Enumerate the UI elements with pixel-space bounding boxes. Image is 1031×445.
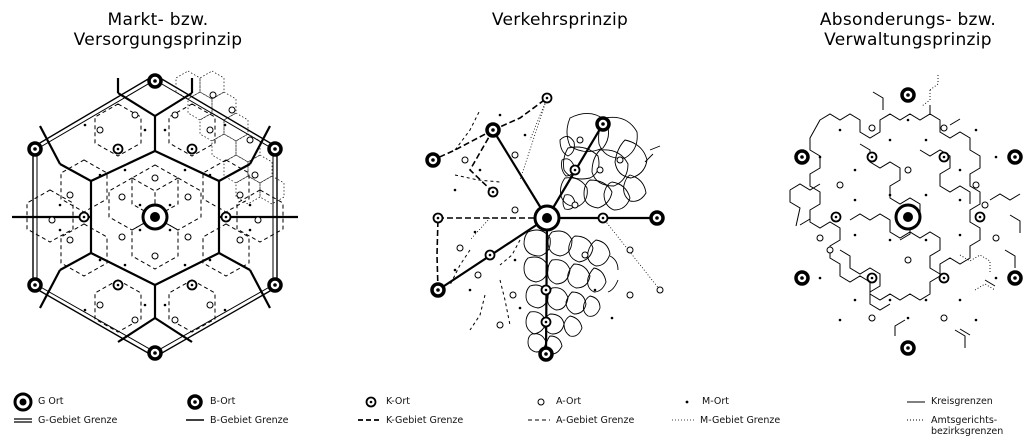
g-border-icon <box>14 418 32 423</box>
legend-district: Kreisgrenzen <box>905 392 1029 412</box>
admin-title-line-1: Absonderungs- bzw. <box>819 10 997 30</box>
legend-b-place-label: B-Ort <box>210 396 236 407</box>
g-place-icon <box>13 392 33 412</box>
legend-m-border: M-Gebiet Grenze <box>670 414 840 428</box>
market-title-line-2: Versorgungsprinzip <box>73 30 243 50</box>
district-border-west-tail <box>789 183 821 227</box>
district-border-south-tail <box>894 319 971 348</box>
traffic-title: Verkehrsprinzip <box>491 10 629 30</box>
market-title-line-1: Markt- bzw. <box>107 10 209 30</box>
legend-court-label-1: Amtsgerichts- <box>931 415 998 426</box>
traffic-m-places <box>453 113 614 320</box>
admin-principle-title: Absonderungs- bzw. Verwaltungsprinzip <box>790 10 1026 50</box>
legend-a-border: A-Gebiet Grenze <box>526 414 696 428</box>
traffic-m-borders <box>469 97 661 291</box>
b-place-icon <box>187 394 203 410</box>
legend-g-place-label: G Ort <box>38 396 64 407</box>
legend-a-border-label: A-Gebiet Grenze <box>556 415 635 426</box>
a-border-icon <box>528 419 550 421</box>
traffic-k-borders <box>432 97 548 291</box>
admin-places <box>794 87 1023 356</box>
court-district-border-icon <box>907 419 925 421</box>
legend-g-place: G Ort <box>12 392 162 412</box>
legend-b-place: B-Ort <box>184 392 334 412</box>
legend-g-border: G-Gebiet Grenze <box>12 414 182 428</box>
a-place-icon <box>537 398 545 406</box>
legend-m-border-label: M-Gebiet Grenze <box>700 415 781 426</box>
market-places <box>27 73 283 361</box>
traffic-settlement-cells-upper <box>559 113 661 211</box>
court-district-borders <box>921 74 996 291</box>
traffic-a-places <box>456 136 664 329</box>
legend-m-place: M-Ort <box>676 392 826 412</box>
m-place-icon <box>685 400 689 404</box>
legend-district-label: Kreisgrenzen <box>931 396 993 407</box>
b-area-border-spokes <box>12 78 298 343</box>
traffic-a-borders <box>449 109 521 331</box>
legend-k-place-label: K-Ort <box>386 396 411 407</box>
traffic-places <box>425 92 665 362</box>
m-border-icon <box>672 419 694 421</box>
legend-a-place: A-Ort <box>530 392 680 412</box>
district-border-north-tail <box>872 91 961 126</box>
admin-m-places <box>818 118 998 322</box>
b-border-icon <box>186 419 204 421</box>
district-border-east-tail <box>984 193 1021 287</box>
legend-k-border: K-Gebiet Grenze <box>356 414 526 428</box>
district-border-outline <box>809 113 981 301</box>
legend-a-place-label: A-Ort <box>556 396 582 407</box>
legend-court-district: Amtsgerichts- bezirksgrenzen <box>905 414 1029 442</box>
district-border-inner-3 <box>919 149 971 204</box>
k-place-icon <box>365 396 377 408</box>
m-places <box>58 123 252 312</box>
admin-a-places <box>816 124 1000 322</box>
district-border-icon <box>907 401 925 403</box>
legend-k-place: K-Ort <box>360 392 510 412</box>
legend-b-border: B-Gebiet Grenze <box>184 414 354 428</box>
legend-k-border-label: K-Gebiet Grenze <box>386 415 464 426</box>
legend-g-border-label: G-Gebiet Grenze <box>38 415 118 426</box>
a-places <box>48 91 262 324</box>
admin-title-line-2: Verwaltungsprinzip <box>824 30 992 50</box>
k-places <box>78 143 232 291</box>
legend-m-place-label: M-Ort <box>702 396 729 407</box>
district-border-inner-4 <box>839 249 891 311</box>
legend-b-border-label: B-Gebiet Grenze <box>210 415 289 426</box>
k-border-icon <box>358 419 380 421</box>
district-border-inner-2 <box>849 213 941 275</box>
legend-court-label-2: bezirksgrenzen <box>931 426 1004 437</box>
market-principle-title: Markt- bzw. Versorgungsprinzip <box>40 10 276 50</box>
traffic-principle-title: Verkehrsprinzip <box>440 10 680 30</box>
